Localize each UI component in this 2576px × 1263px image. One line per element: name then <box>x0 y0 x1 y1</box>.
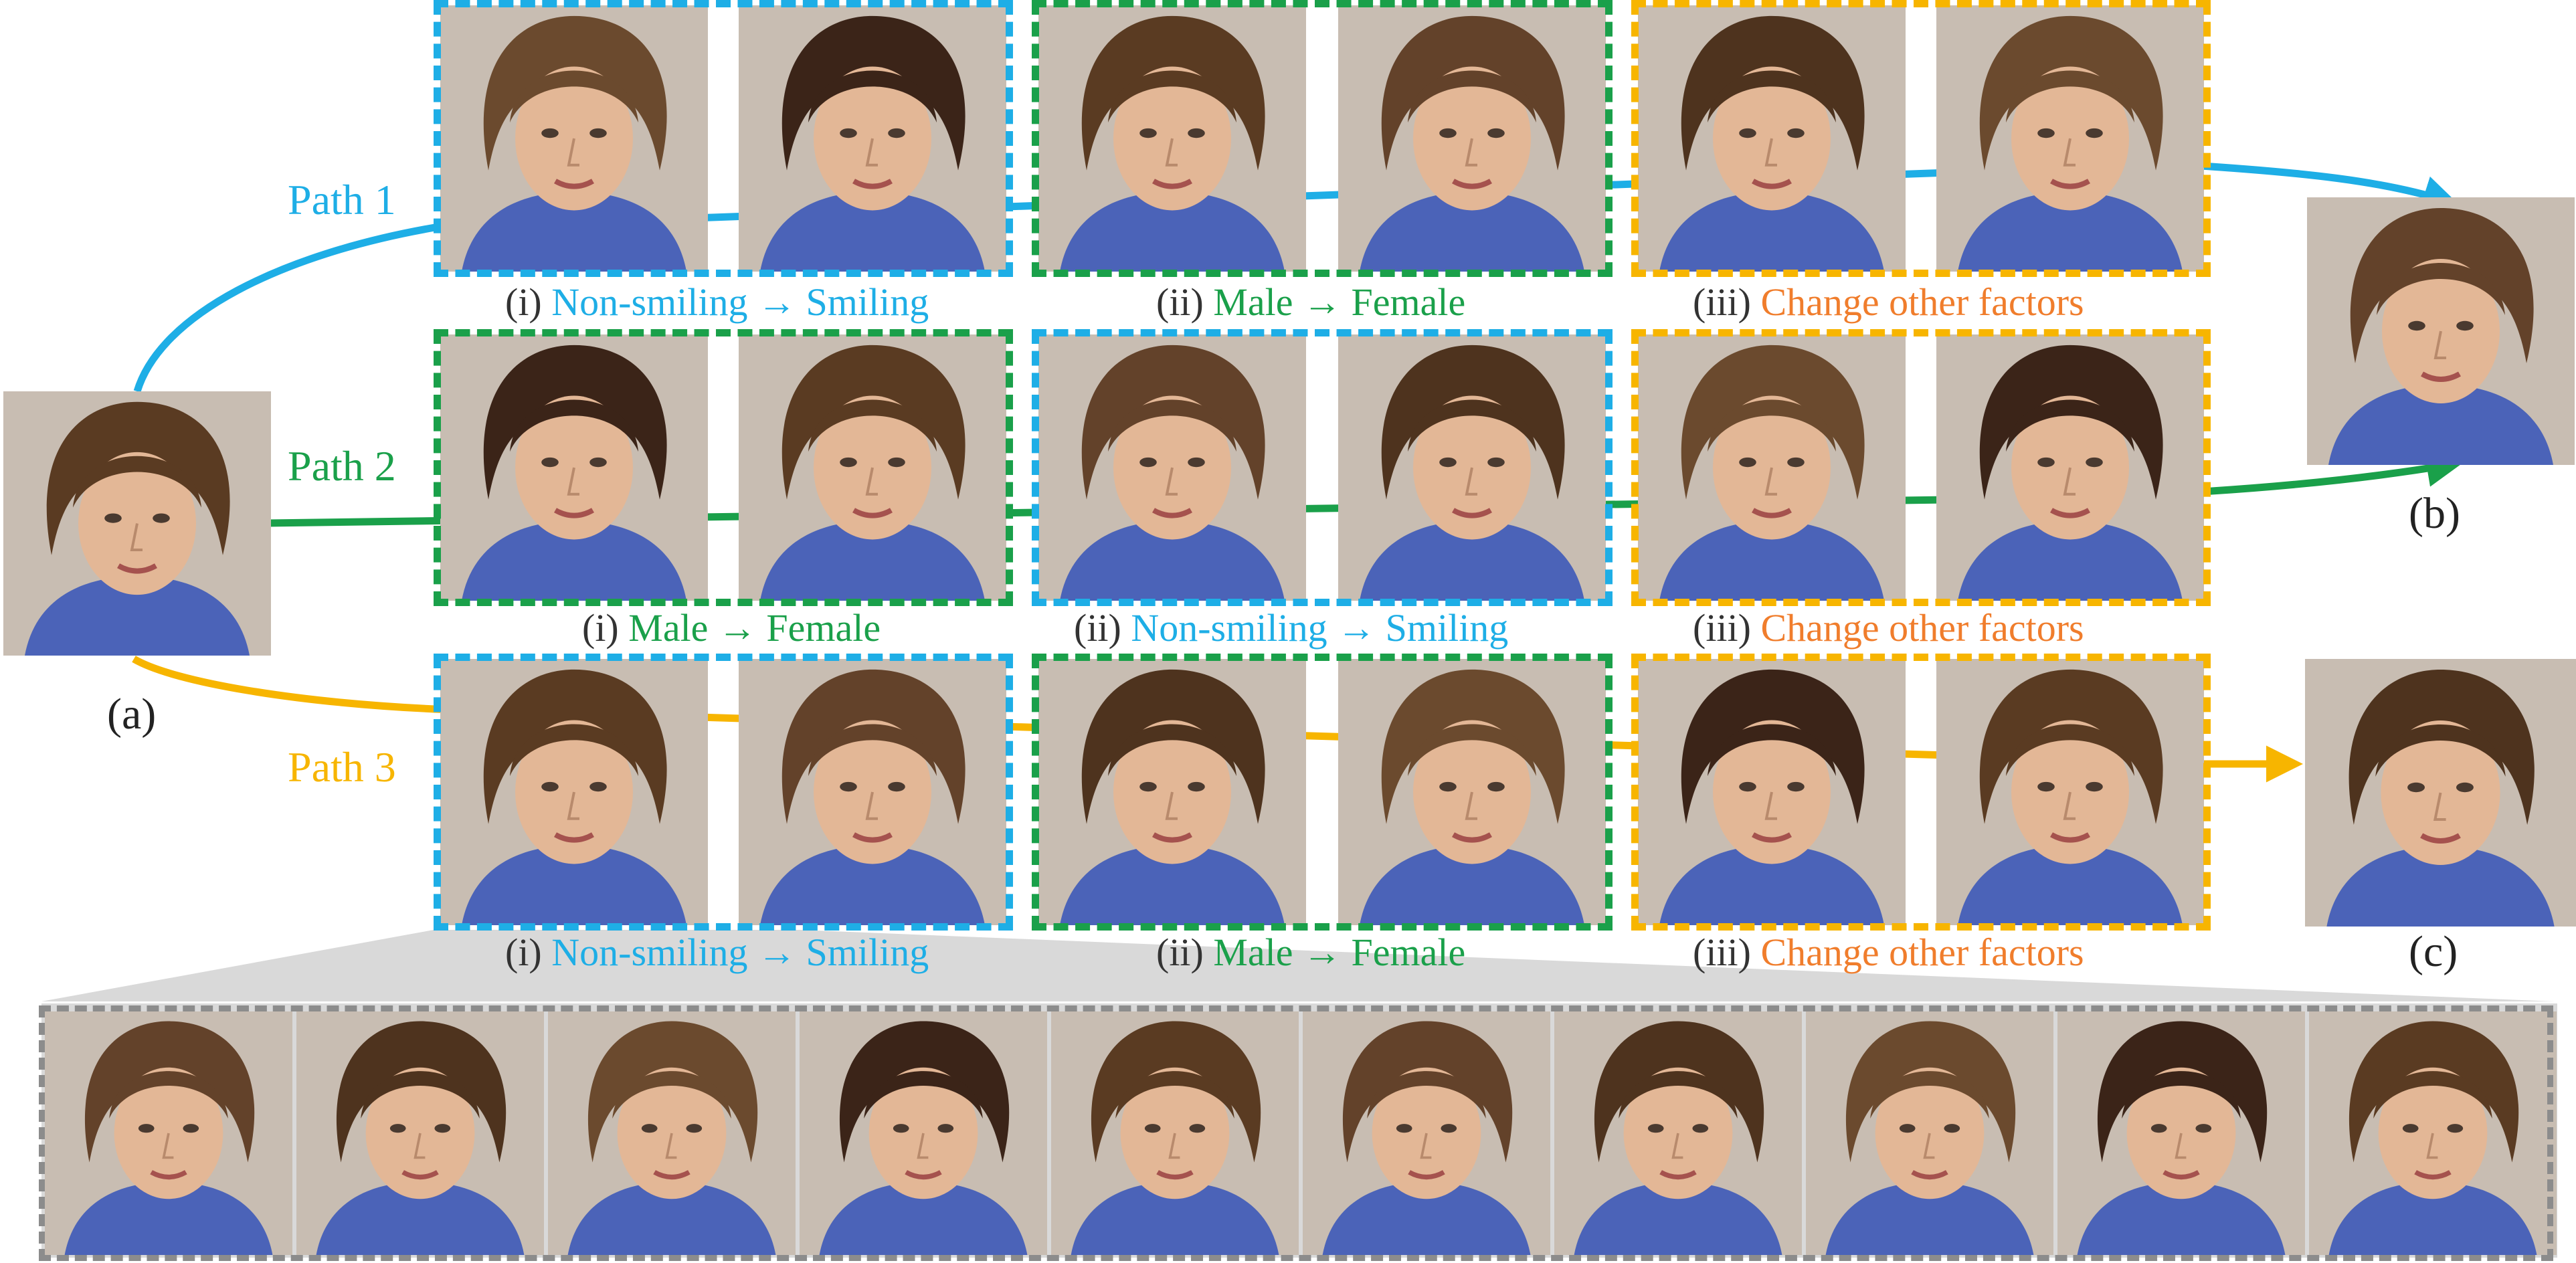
path-1-step-2-end-face <box>1338 5 1606 272</box>
path-3-step-2-end-face <box>1338 659 1606 925</box>
path-2-step-3-end-face <box>1936 334 2204 601</box>
path-2-step-1-end-face <box>739 334 1006 601</box>
path-2-label: Path 2 <box>288 442 396 490</box>
interpolation-frame-face <box>296 1011 544 1255</box>
interpolation-frame-face <box>548 1011 796 1255</box>
target-face-image-c <box>2305 659 2576 927</box>
path-3-step-2-start-face <box>1038 659 1306 925</box>
path-1-step-1-caption: (i) Non-smiling → Smiling <box>505 280 929 324</box>
path-3-line <box>132 656 2189 767</box>
path-1-step-3-end-face <box>1936 5 2204 272</box>
path-2-step-3-caption: (iii) Change other factors <box>1693 606 2084 650</box>
path-1-step-2-caption: (ii) Male → Female <box>1156 280 1466 324</box>
path-2-step-1-caption: (i) Male → Female <box>582 606 881 650</box>
path-3-step-2-caption: (ii) Male → Female <box>1156 931 1466 974</box>
path-3-label: Path 3 <box>288 743 396 791</box>
interpolation-frame-face <box>2309 1011 2557 1255</box>
interpolation-frame-face <box>1051 1011 1299 1255</box>
path-2-step-2-end-face <box>1338 334 1606 601</box>
path-1-step-3-start-face <box>1638 5 1906 272</box>
path-3-step-1-start-face <box>440 659 708 925</box>
path-2-step-1-start-face <box>440 334 708 601</box>
path-3-step-1-end-face <box>739 659 1006 925</box>
interpolation-frame-face <box>800 1011 1047 1255</box>
path-2-step-2-caption: (ii) Non-smiling → Smiling <box>1074 606 1509 650</box>
label-b: (b) <box>2409 489 2460 538</box>
path-1-step-1-end-face <box>739 5 1006 272</box>
path-1-line <box>133 160 2189 393</box>
interpolation-frame-face <box>1806 1011 2053 1255</box>
path-3-step-3-end-face <box>1936 659 2204 925</box>
path-2-step-3-start-face <box>1638 334 1906 601</box>
target-face-image-b <box>2307 197 2575 465</box>
path-3-step-3-caption: (iii) Change other factors <box>1693 931 2084 974</box>
interpolation-frame-face <box>1303 1011 1550 1255</box>
path-1-step-2-start-face <box>1038 5 1306 272</box>
interpolation-frame-face <box>1554 1011 1802 1255</box>
label-c: (c) <box>2409 927 2458 976</box>
input-face-image-a <box>3 391 271 656</box>
path-3-step-3-start-face <box>1638 659 1906 925</box>
interpolation-funnel <box>41 930 2555 1001</box>
path-1-arrowhead-line <box>2201 162 2460 212</box>
path-1-label: Path 1 <box>288 176 396 223</box>
path-1-step-1-start-face <box>440 5 708 272</box>
path-2-step-2-start-face <box>1038 334 1306 601</box>
interpolation-frame-face <box>2057 1011 2305 1255</box>
path-1-step-3-caption: (iii) Change other factors <box>1693 280 2084 324</box>
path-3-step-1-caption: (i) Non-smiling → Smiling <box>505 931 929 974</box>
path-2-arrowhead-line <box>2201 450 2464 496</box>
interpolation-frame-face <box>45 1011 292 1255</box>
label-a: (a) <box>107 690 157 739</box>
